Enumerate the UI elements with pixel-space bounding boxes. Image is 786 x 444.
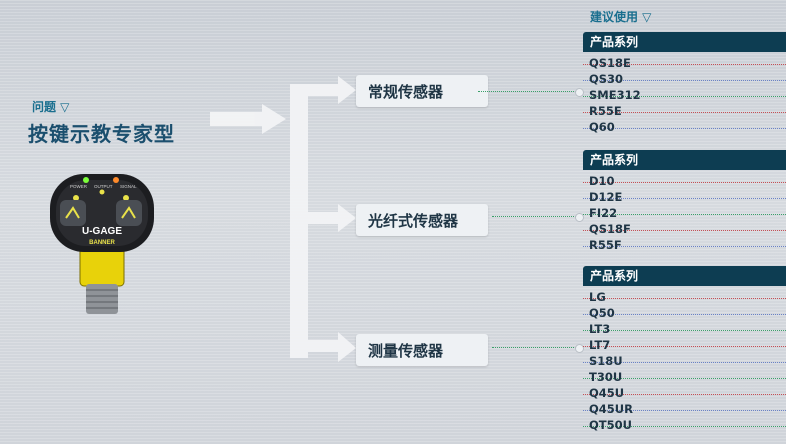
group-header: 产品系列 <box>583 266 786 286</box>
product-item[interactable]: R55E <box>583 103 786 119</box>
product-label-output: OUTPUT <box>94 184 113 189</box>
branch-arrow-2 <box>308 204 356 232</box>
product-item[interactable]: LT7 <box>583 337 786 353</box>
product-item[interactable]: D12E <box>583 189 786 205</box>
product-item[interactable]: QS18F <box>583 221 786 237</box>
product-maker: BANNER <box>89 240 115 246</box>
sensor-product-image: U-GAGE BANNER POWER OUTPUT SIGNAL <box>50 174 154 314</box>
sensor-category-label: 测量传感器 <box>368 341 444 360</box>
product-item[interactable]: QT50U <box>583 417 786 433</box>
recommend-label: 建议使用 ▽ <box>590 10 652 24</box>
product-item[interactable]: QS18E <box>583 55 786 71</box>
product-item[interactable]: Q50 <box>583 305 786 321</box>
sensor-category-fiber[interactable]: 光纤式传感器 <box>356 204 488 236</box>
branch-arrow-3 <box>290 332 356 362</box>
product-series-group-3: 产品系列 LG Q50 LT3 LT7 S18U T30U Q45U Q45UR… <box>583 266 786 433</box>
product-item[interactable]: D10 <box>583 173 786 189</box>
product-brand: U-GAGE <box>82 226 122 237</box>
product-list: D10 D12E FI22 QS18F R55F <box>583 170 786 253</box>
product-item[interactable]: T30U <box>583 369 786 385</box>
trunk <box>290 84 308 358</box>
connector-dot-2 <box>575 213 584 222</box>
question-label: 问题 ▽ <box>32 100 70 114</box>
sensor-category-label: 光纤式传感器 <box>368 211 459 230</box>
connector-dot-3 <box>575 344 584 353</box>
product-list: QS18E QS30 SME312 R55E Q60 <box>583 52 786 135</box>
group-header: 产品系列 <box>583 150 786 170</box>
product-item[interactable]: S18U <box>583 353 786 369</box>
product-item[interactable]: Q45UR <box>583 401 786 417</box>
sensor-category-regular[interactable]: 常规传感器 <box>356 75 488 107</box>
product-item[interactable]: LG <box>583 289 786 305</box>
branch-arrow-1 <box>290 76 356 104</box>
sensor-category-label: 常规传感器 <box>368 82 444 101</box>
connector-line-1 <box>478 91 576 92</box>
product-list: LG Q50 LT3 LT7 S18U T30U Q45U Q45UR QT50… <box>583 286 786 433</box>
connector-line-3 <box>492 347 576 348</box>
product-series-group-2: 产品系列 D10 D12E FI22 QS18F R55F <box>583 150 786 253</box>
sensor-category-measurement[interactable]: 测量传感器 <box>356 334 488 366</box>
product-item[interactable]: LT3 <box>583 321 786 337</box>
product-item[interactable]: QS30 <box>583 71 786 87</box>
product-label-signal: SIGNAL <box>120 184 137 189</box>
product-series-group-1: 产品系列 QS18E QS30 SME312 R55E Q60 <box>583 32 786 135</box>
group-header: 产品系列 <box>583 32 786 52</box>
product-item[interactable]: SME312 <box>583 87 786 103</box>
connector-line-2 <box>492 216 576 217</box>
main-arrow <box>210 104 286 134</box>
product-item[interactable]: Q45U <box>583 385 786 401</box>
connector-dot-1 <box>575 88 584 97</box>
product-item[interactable]: R55F <box>583 237 786 253</box>
product-label-power: POWER <box>70 184 88 189</box>
product-item[interactable]: FI22 <box>583 205 786 221</box>
question-title: 按键示教专家型 <box>28 122 175 146</box>
product-item[interactable]: Q60 <box>583 119 786 135</box>
